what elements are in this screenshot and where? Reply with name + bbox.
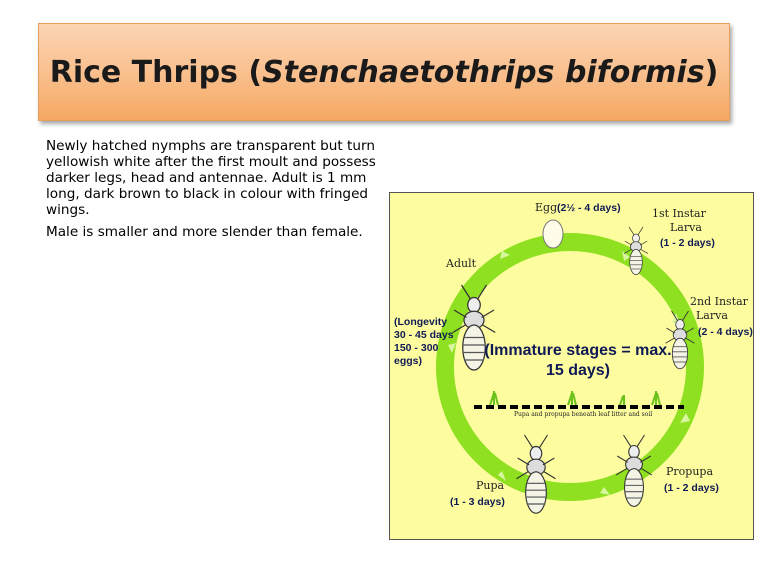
pupa-duration: (1 - 3 days) bbox=[450, 496, 505, 508]
propupa-label: Propupa bbox=[666, 465, 713, 478]
pupa-label: Pupa bbox=[476, 479, 505, 492]
instar1-label: 1st Instar bbox=[652, 207, 707, 220]
adult-longevity-3: 150 - 300 bbox=[394, 342, 439, 354]
life-cycle-ring bbox=[436, 233, 704, 501]
slide-title: Rice Thrips (Stenchaetothrips biformis) bbox=[50, 55, 719, 90]
grass-decoration bbox=[489, 391, 661, 406]
title-close: ) bbox=[704, 54, 719, 90]
egg-label: Egg bbox=[535, 201, 557, 214]
paragraph-male: Male is smaller and more slender than fe… bbox=[46, 224, 363, 240]
instar1-larva: Larva bbox=[670, 221, 702, 234]
adult-label: Adult bbox=[445, 257, 477, 270]
adult-longevity-1: (Longevity bbox=[394, 316, 447, 328]
instar2-label: 2nd Instar bbox=[690, 295, 749, 308]
life-cycle-svg: Pupa and propupa beneath leaf litter and… bbox=[394, 201, 753, 514]
egg-shape bbox=[542, 219, 564, 249]
paragraph-nymphs: Newly hatched nymphs are transparent but… bbox=[46, 138, 376, 218]
adult-longevity-2: 30 - 45 days bbox=[394, 329, 454, 341]
immature-stages-line2: 15 days) bbox=[546, 362, 610, 379]
propupa-duration: (1 - 2 days) bbox=[664, 482, 719, 494]
soil-note: Pupa and propupa beneath leaf litter and… bbox=[514, 411, 652, 418]
immature-stages-line1: (Immature stages = max. bbox=[484, 342, 671, 359]
title-banner: Rice Thrips (Stenchaetothrips biformis) bbox=[38, 23, 730, 121]
instar1-duration: (1 - 2 days) bbox=[660, 237, 715, 249]
instar2-duration: (2 - 4 days) bbox=[698, 326, 753, 338]
egg-duration: (2½ - 4 days) bbox=[557, 202, 621, 214]
title-species: Stenchaetothrips biformis bbox=[262, 54, 705, 90]
title-text: Rice Thrips ( bbox=[49, 54, 263, 90]
life-cycle-diagram: Pupa and propupa beneath leaf litter and… bbox=[389, 192, 754, 540]
instar2-larva: Larva bbox=[696, 309, 728, 322]
adult-longevity-4: eggs) bbox=[394, 355, 422, 367]
description-text: Newly hatched nymphs are transparent but… bbox=[46, 138, 376, 246]
